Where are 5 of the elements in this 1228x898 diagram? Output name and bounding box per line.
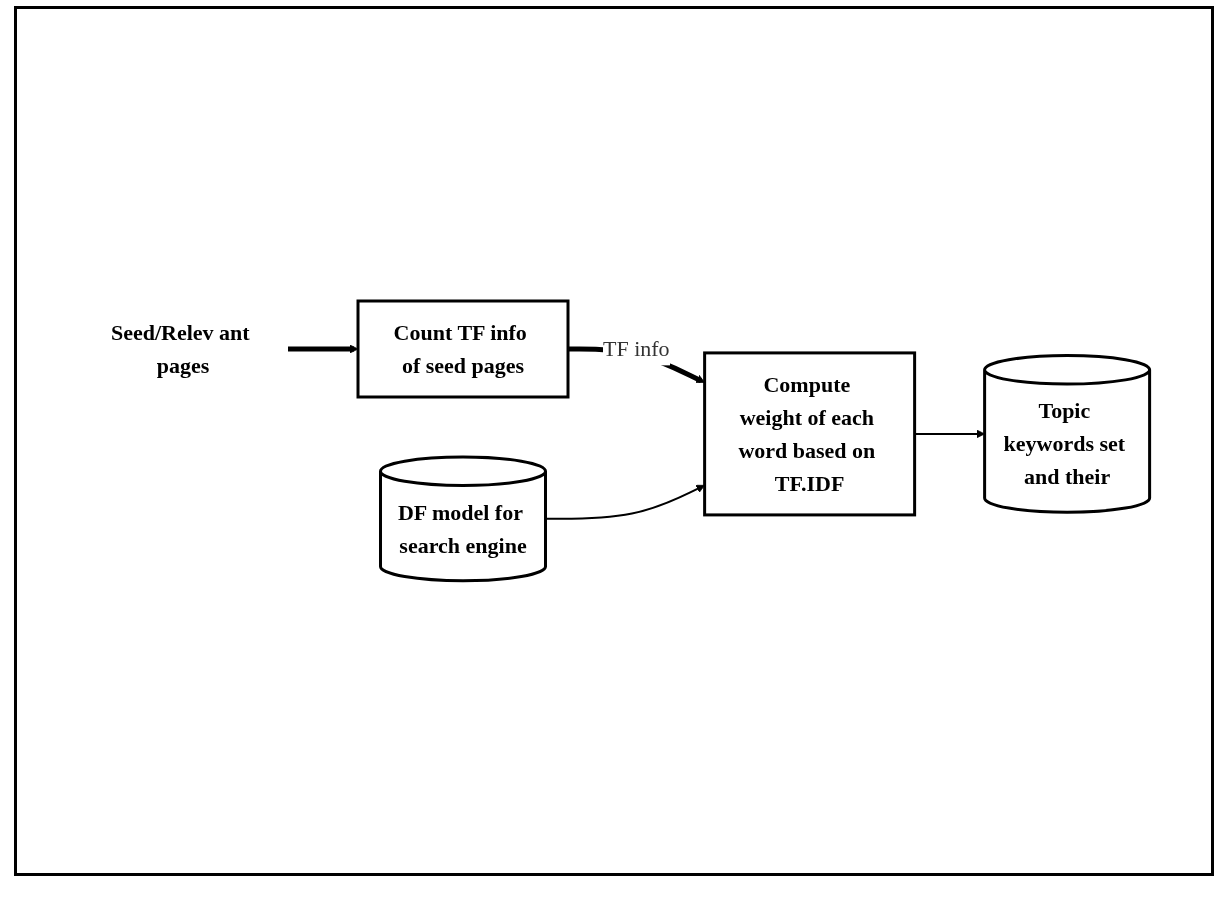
edge-label: TF info bbox=[603, 336, 670, 362]
node-box: Compute weight of each word based on TF.IDF bbox=[703, 351, 917, 517]
arrow bbox=[288, 344, 359, 354]
node-box: Count TF info of seed pages bbox=[356, 299, 570, 399]
node-text: Seed/Relev ant pages bbox=[111, 320, 250, 379]
